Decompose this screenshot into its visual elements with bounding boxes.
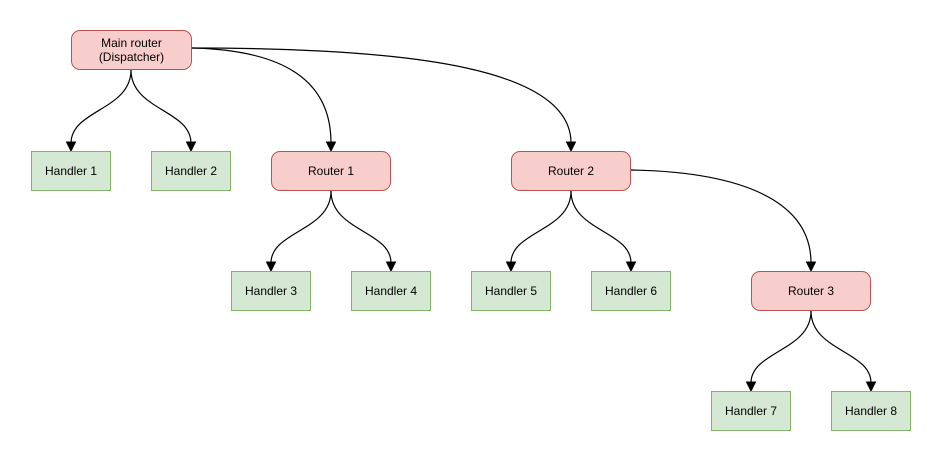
arrowhead-icon (866, 381, 876, 392)
node-router-3[interactable]: Router 3 (751, 271, 871, 311)
edge-router-2-to-handler-6 (570, 190, 636, 272)
arrowhead-icon (746, 381, 756, 392)
arrowhead-icon (326, 141, 336, 152)
node-handler-3[interactable]: Handler 3 (231, 271, 311, 311)
node-label: Handler 2 (164, 164, 218, 178)
node-label: Handler 3 (244, 284, 298, 298)
node-label: Main router (Dispatcher) (98, 36, 165, 64)
node-handler-2[interactable]: Handler 2 (151, 151, 231, 191)
node-label: Handler 4 (364, 284, 418, 298)
node-handler-1[interactable]: Handler 1 (31, 151, 111, 191)
node-label: Router 3 (787, 284, 835, 298)
edge-main-to-router-2 (191, 47, 576, 152)
edge-main-to-router-1 (191, 47, 336, 152)
node-handler-7[interactable]: Handler 7 (711, 391, 791, 431)
arrowhead-icon (386, 261, 396, 272)
node-label: Router 1 (307, 164, 355, 178)
arrowhead-icon (66, 141, 76, 152)
edge-router-2-to-handler-5 (506, 190, 572, 272)
node-handler-4[interactable]: Handler 4 (351, 271, 431, 311)
arrowhead-icon (186, 141, 196, 152)
node-label: Handler 1 (44, 164, 98, 178)
arrowhead-icon (566, 141, 576, 152)
node-router-2[interactable]: Router 2 (511, 151, 631, 191)
arrowhead-icon (266, 261, 276, 272)
arrowhead-icon (806, 261, 816, 272)
node-label: Handler 5 (484, 284, 538, 298)
edge-router-3-to-handler-8 (810, 310, 876, 392)
edge-router-1-to-handler-4 (330, 190, 396, 272)
node-label: Handler 6 (604, 284, 658, 298)
edge-main-to-handler-1 (66, 69, 132, 152)
node-label: Handler 8 (844, 404, 898, 418)
node-handler-8[interactable]: Handler 8 (831, 391, 911, 431)
node-main-router[interactable]: Main router (Dispatcher) (71, 30, 192, 70)
node-label: Handler 7 (724, 404, 778, 418)
arrowhead-icon (506, 261, 516, 272)
arrowhead-icon (626, 261, 636, 272)
edge-router-3-to-handler-7 (746, 310, 812, 392)
node-label: Router 2 (547, 164, 595, 178)
node-handler-5[interactable]: Handler 5 (471, 271, 551, 311)
node-handler-6[interactable]: Handler 6 (591, 271, 671, 311)
node-router-1[interactable]: Router 1 (271, 151, 391, 191)
edge-router-2-to-router-3 (630, 169, 816, 272)
edge-router-1-to-handler-3 (266, 190, 332, 272)
edge-main-to-handler-2 (130, 69, 196, 152)
